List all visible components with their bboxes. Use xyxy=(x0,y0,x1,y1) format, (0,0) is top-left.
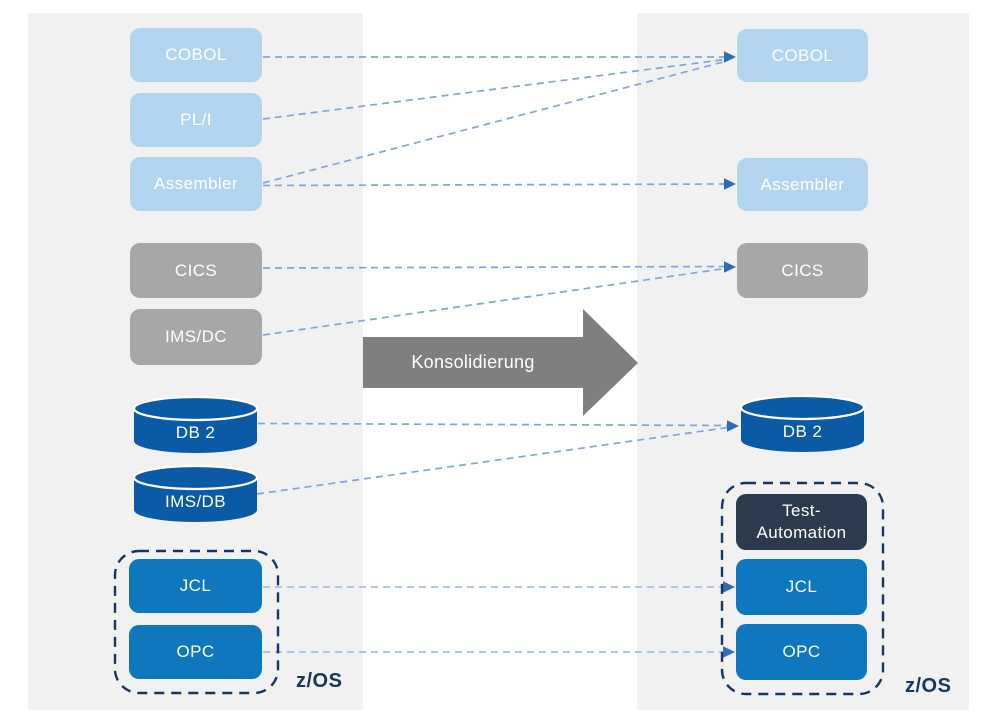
node-jcl-left: JCL xyxy=(129,559,262,613)
arrowhead-cobol xyxy=(724,51,736,63)
node-cics-right: CICS xyxy=(737,243,868,298)
node-label: JCL xyxy=(785,577,818,596)
node-label: COBOL xyxy=(771,45,834,65)
arrowhead-cics xyxy=(724,261,736,273)
cylinder-imsdb-left: IMS/DB xyxy=(132,464,259,523)
node-label-line1: Test- xyxy=(782,501,821,520)
connector-db2-to-db2 xyxy=(257,422,729,427)
connector-pli-to-cobol xyxy=(262,58,726,120)
arrowhead-jcl xyxy=(723,581,735,593)
connector-assembler-to-assembler xyxy=(262,183,726,187)
node-cobol-left: COBOL xyxy=(130,28,262,82)
node-label: DB 2 xyxy=(782,422,823,441)
node-label: IMS/DB xyxy=(165,492,226,511)
node-label: CICS xyxy=(781,260,824,280)
node-cics-left: CICS xyxy=(130,243,262,298)
node-label-line2: Automation xyxy=(756,523,847,542)
arrowhead-opc xyxy=(723,646,735,658)
node-imsdc-left: IMS/DC xyxy=(130,309,262,365)
arrowhead-db2 xyxy=(727,420,739,432)
consolidation-arrow xyxy=(363,309,638,416)
connector-imsdb-to-db2 xyxy=(256,426,729,495)
node-label: COBOL xyxy=(165,45,227,64)
cylinder-db2-left: DB 2 xyxy=(132,395,259,454)
zos-group-border-right xyxy=(720,481,885,696)
node-opc-right: OPC xyxy=(736,624,867,680)
arrowhead-assembler xyxy=(724,178,736,190)
node-label: IMS/DC xyxy=(165,327,227,346)
node-test-automation: Test- Automation xyxy=(736,494,867,550)
connector-assembler-to-cobol xyxy=(262,60,726,184)
node-label: OPC xyxy=(176,642,215,661)
node-pli-left: PL/I xyxy=(130,93,262,147)
connector-cics-to-cics xyxy=(262,265,726,269)
cylinder-db2-right: DB 2 xyxy=(739,394,866,453)
node-label: CICS xyxy=(174,260,218,280)
database-cylinder-icon xyxy=(132,464,259,522)
node-jcl-right: JCL xyxy=(736,559,867,615)
connector-imsdc-to-cics xyxy=(262,267,726,336)
node-assembler-right: Assembler xyxy=(737,158,868,211)
zos-group-border-left xyxy=(113,549,280,695)
node-label: DB 2 xyxy=(175,423,216,442)
node-label: OPC xyxy=(782,642,821,661)
node-assembler-left: Assembler xyxy=(130,157,262,211)
database-cylinder-icon xyxy=(132,395,259,453)
node-label: Assembler xyxy=(760,174,845,194)
node-label: JCL xyxy=(179,576,212,595)
node-opc-left: OPC xyxy=(129,625,262,679)
node-label: PL/I xyxy=(180,110,212,129)
database-cylinder-icon xyxy=(739,394,866,452)
consolidation-arrow-label: Konsolidierung xyxy=(411,352,535,372)
node-cobol-right: COBOL xyxy=(737,29,868,82)
zos-label-left: z/OS xyxy=(296,670,343,692)
node-label: Assembler xyxy=(154,174,238,193)
zos-label-right: z/OS xyxy=(905,675,952,697)
